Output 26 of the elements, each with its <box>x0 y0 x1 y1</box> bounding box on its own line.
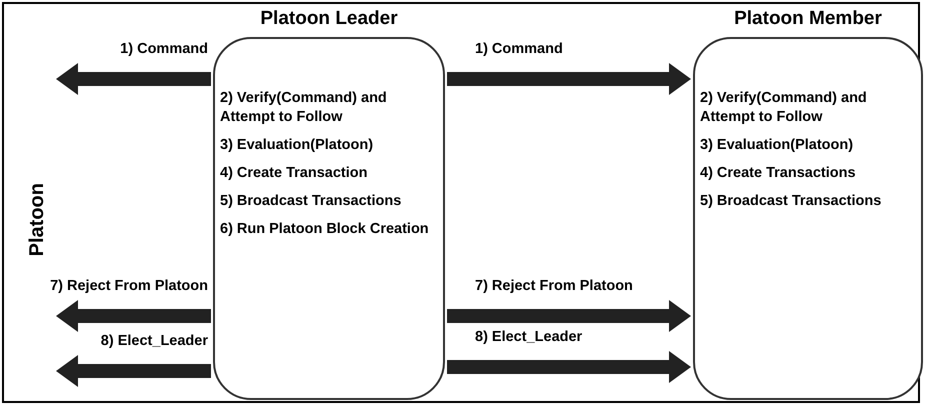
rounded-box <box>213 8 445 400</box>
block-arrow <box>447 63 691 95</box>
block-arrow <box>56 63 211 95</box>
step-text: 3) Evaluation(Platoon) <box>700 136 854 155</box>
step-text: 5) Broadcast Transactions <box>220 192 402 211</box>
step-text: 2) Verify(Command) and Attempt to Follow <box>700 89 868 127</box>
box-heading: Platoon Member <box>733 8 883 30</box>
block-arrow <box>56 300 211 332</box>
step-text: 5) Broadcast Transactions <box>700 192 882 211</box>
edge-label: 7) Reject From Platoon <box>475 278 633 295</box>
edge-label: 1) Command <box>475 41 563 58</box>
step-text: 4) Create Transaction <box>220 164 368 183</box>
box-heading: Platoon Leader <box>259 8 399 30</box>
step-text: 6) Run Platoon Block Creation <box>220 220 430 239</box>
vertical-label: Platoon <box>26 183 48 257</box>
step-text: 4) Create Transactions <box>700 164 857 183</box>
edge-label: 1) Command <box>120 41 208 58</box>
rounded-box <box>693 8 923 400</box>
block-arrow <box>56 355 211 387</box>
edge-label: 7) Reject From Platoon <box>50 278 208 295</box>
block-arrow <box>447 351 691 383</box>
step-text: 2) Verify(Command) and Attempt to Follow <box>220 89 388 127</box>
edge-label: 8) Elect_Leader <box>100 333 208 350</box>
block-arrow <box>447 300 691 332</box>
step-text: 3) Evaluation(Platoon) <box>220 136 374 155</box>
edge-label: 8) Elect_Leader <box>475 329 582 346</box>
